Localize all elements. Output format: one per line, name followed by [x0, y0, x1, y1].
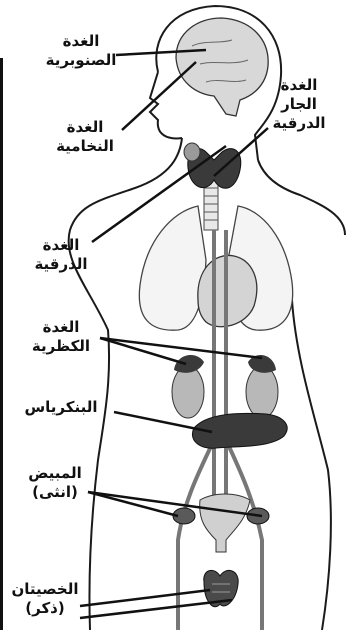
label-parathyroid: الغدة الجار الدرقية — [258, 76, 340, 133]
label-adrenal: الغدة الكظرية — [20, 318, 102, 356]
pointer-adrenal-2 — [100, 338, 262, 358]
label-pituitary: الغدة النخامية — [44, 118, 126, 156]
kidney-right — [172, 366, 204, 418]
lung-right — [139, 206, 206, 330]
label-pineal: الغدة الصنوبرية — [40, 32, 122, 70]
frame-bar — [0, 58, 3, 630]
label-thyroid: الغدة الدرقية — [20, 236, 102, 274]
label-testes: الخصيتان (ذكر) — [2, 580, 88, 618]
label-pancreas: البنكرياس — [6, 398, 116, 417]
uterus — [200, 494, 250, 552]
larynx — [184, 143, 200, 161]
pointer-ovary-1 — [88, 492, 178, 516]
kidney-left — [246, 366, 278, 418]
label-ovary: المبيض (انثى) — [14, 464, 96, 502]
pointer-pancreas — [114, 412, 212, 432]
adrenal-right — [174, 355, 204, 373]
pointer-adrenal-1 — [100, 338, 186, 364]
pointer-testes-1 — [80, 590, 210, 606]
